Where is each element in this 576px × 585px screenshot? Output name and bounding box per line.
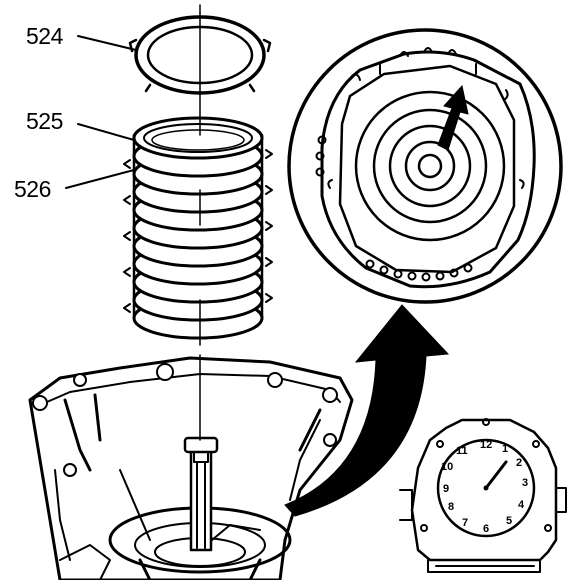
clock-number-12: 12 — [480, 439, 492, 451]
clock-numbers: 12 1 2 3 4 5 6 7 8 9 10 11 — [441, 439, 528, 535]
callout-526: 526 — [14, 169, 135, 202]
callout-label-526: 526 — [14, 176, 51, 202]
clock-number-11: 11 — [456, 445, 468, 457]
callout-524: 524 — [26, 23, 137, 51]
clock-number-2: 2 — [516, 457, 522, 469]
clock-number-7: 7 — [462, 517, 468, 529]
callout-525: 525 — [26, 108, 135, 141]
clock-number-9: 9 — [443, 483, 449, 495]
clock-number-5: 5 — [506, 515, 512, 527]
detail-view-circle — [287, 28, 563, 304]
leader-line-525 — [77, 123, 135, 141]
clock-number-4: 4 — [518, 499, 525, 511]
callout-label-525: 525 — [26, 108, 63, 134]
clock-hand — [484, 460, 508, 490]
clock-number-10: 10 — [441, 461, 453, 473]
clutch-plate-stack — [123, 116, 273, 340]
transmission-case — [28, 356, 354, 582]
callout-label-524: 524 — [26, 23, 64, 49]
direction-arrow-icon — [437, 84, 469, 151]
clock-number-1: 1 — [502, 443, 508, 455]
clock-number-3: 3 — [522, 477, 528, 489]
clock-center — [483, 485, 489, 491]
clock-number-6: 6 — [483, 523, 489, 535]
leader-line-524 — [77, 35, 137, 51]
locator-case-view: 12 1 2 3 4 5 6 7 8 9 10 11 — [399, 418, 567, 573]
curved-pointer-arrow-icon — [284, 304, 450, 517]
leader-line-526 — [65, 169, 135, 189]
clock-number-8: 8 — [448, 501, 454, 513]
